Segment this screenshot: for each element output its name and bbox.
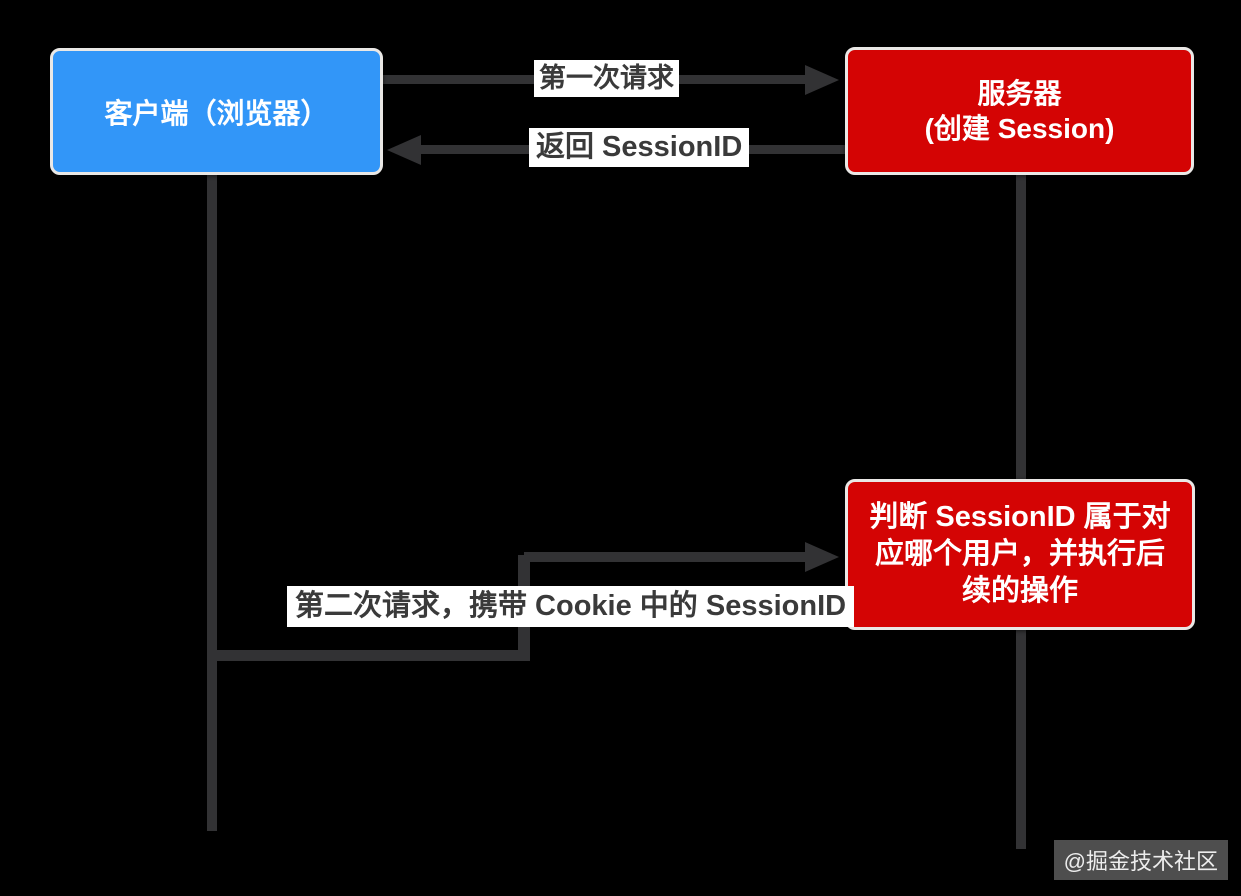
return-session-label: 返回 SessionID <box>529 128 750 168</box>
second-request-label: 第二次请求，携带 Cookie 中的 SessionID <box>287 586 855 628</box>
first-request-arrowhead-icon <box>805 65 839 95</box>
judge-node-label-line3: 续的操作 <box>961 575 1078 607</box>
client-node-label: 客户端（浏览器） <box>104 97 329 129</box>
watermark: @掘金技术社区 <box>1053 840 1228 880</box>
client-node: 客户端（浏览器） <box>50 48 383 175</box>
server-node: 服务器 (创建 Session) <box>845 47 1194 175</box>
second-request-line-bottom <box>207 650 530 661</box>
judge-node-label-line1: 判断 SessionID 属于对 <box>869 501 1171 533</box>
second-request-line-top <box>524 552 805 562</box>
server-node-label-line1: 服务器 <box>977 78 1062 109</box>
judge-node: 判断 SessionID 属于对 应哪个用户，并执行后 续的操作 <box>845 479 1195 630</box>
client-lifeline <box>207 174 217 831</box>
return-session-arrowhead-icon <box>387 135 421 165</box>
server-node-label-line2: (创建 Session) <box>924 113 1115 144</box>
judge-node-label-line2: 应哪个用户，并执行后 <box>874 538 1165 570</box>
second-request-arrowhead-icon <box>805 542 839 572</box>
first-request-label: 第一次请求 <box>534 60 679 98</box>
